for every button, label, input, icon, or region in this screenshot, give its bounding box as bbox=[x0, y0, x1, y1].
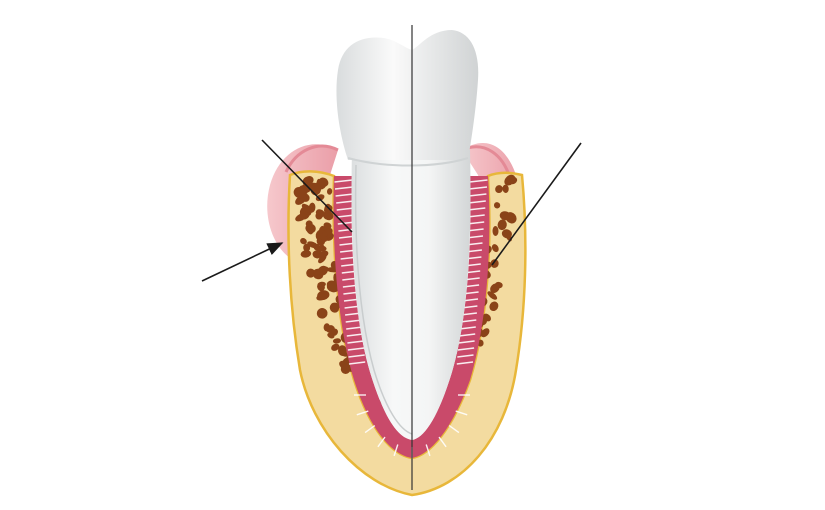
bone-pore bbox=[337, 345, 347, 356]
ligament-fiber bbox=[336, 200, 354, 204]
bone-pore bbox=[327, 332, 335, 339]
ligament-fiber bbox=[346, 333, 364, 337]
ligament-fiber bbox=[356, 410, 369, 416]
bone-pore bbox=[304, 176, 314, 185]
bone-pore bbox=[293, 187, 306, 199]
bone-pore bbox=[330, 302, 340, 310]
bone-pore bbox=[322, 266, 329, 274]
tooth-root bbox=[351, 150, 471, 440]
bone-pore bbox=[497, 219, 507, 231]
ligament-fiber bbox=[455, 410, 468, 416]
bone-pore bbox=[316, 244, 324, 254]
bone-pore bbox=[319, 250, 329, 258]
pointer-lines bbox=[201, 139, 582, 282]
bone-pore bbox=[491, 244, 499, 253]
ligament-fiber bbox=[448, 425, 460, 434]
ligament-fiber bbox=[468, 200, 486, 204]
bone-pore bbox=[339, 360, 352, 371]
bone-pore bbox=[502, 184, 509, 193]
ligament-fiber bbox=[364, 425, 376, 434]
bone-pore bbox=[495, 185, 503, 194]
bone-pore bbox=[313, 268, 323, 275]
bone-pore bbox=[323, 204, 333, 214]
bone-pore bbox=[490, 259, 499, 268]
ligament-fiber bbox=[393, 444, 399, 457]
ligament-fiber bbox=[438, 436, 447, 448]
bone-pore bbox=[301, 203, 313, 214]
ligament-fiber bbox=[347, 340, 364, 344]
bone-pore bbox=[501, 229, 512, 239]
bone-pore bbox=[300, 238, 307, 245]
ligament-fiber bbox=[468, 193, 487, 197]
ligament-fiber bbox=[459, 326, 476, 330]
ligament-fiber bbox=[347, 347, 365, 351]
ligament-fiber bbox=[334, 186, 353, 190]
bone-pore bbox=[493, 202, 501, 209]
ligament-fiber bbox=[348, 354, 365, 358]
bone-pore bbox=[295, 213, 307, 222]
pointer-left-lower bbox=[201, 242, 284, 282]
bone-pore bbox=[300, 250, 312, 258]
ligament-fiber bbox=[458, 333, 476, 337]
bone-pore bbox=[318, 177, 329, 187]
ligament-fiber bbox=[377, 436, 386, 448]
bone-pore bbox=[303, 243, 311, 252]
bone-pore bbox=[332, 338, 342, 344]
ligament-fiber bbox=[469, 179, 488, 183]
bone-pore bbox=[487, 291, 498, 300]
bone-pore bbox=[317, 281, 326, 288]
bone-pore bbox=[331, 343, 340, 351]
ligament-fiber bbox=[346, 326, 363, 330]
bone-pore bbox=[480, 328, 490, 338]
bone-pore bbox=[315, 209, 325, 218]
bone-pore bbox=[323, 222, 332, 230]
pointer-right bbox=[491, 142, 582, 266]
ligament-fiber bbox=[336, 207, 355, 211]
ligament-fiber bbox=[457, 354, 474, 358]
ligament-fiber bbox=[458, 340, 475, 344]
bone-pore bbox=[306, 268, 316, 278]
ligament-fiber bbox=[335, 193, 354, 197]
bone-pore bbox=[320, 235, 328, 241]
bone-pore bbox=[316, 307, 328, 319]
bone-pore bbox=[490, 283, 500, 293]
ligament-fiber bbox=[469, 186, 488, 190]
bone-pore bbox=[492, 226, 499, 236]
ligament-fiber bbox=[456, 361, 474, 365]
ligament-fiber bbox=[425, 444, 431, 457]
ligament-fiber bbox=[348, 361, 366, 365]
pointer-left-upper bbox=[261, 139, 353, 233]
bone-pore bbox=[504, 174, 516, 186]
bone-pore bbox=[316, 293, 328, 301]
bone-pore bbox=[315, 194, 325, 202]
ligament-fiber bbox=[457, 347, 475, 351]
ligament-fiber bbox=[334, 179, 353, 183]
bone-pore bbox=[326, 188, 333, 195]
bone-pore bbox=[305, 223, 316, 234]
ligament-fiber bbox=[467, 207, 486, 211]
tooth-crown bbox=[336, 30, 479, 167]
bone-pore bbox=[505, 212, 517, 224]
bone-pore bbox=[489, 301, 499, 312]
